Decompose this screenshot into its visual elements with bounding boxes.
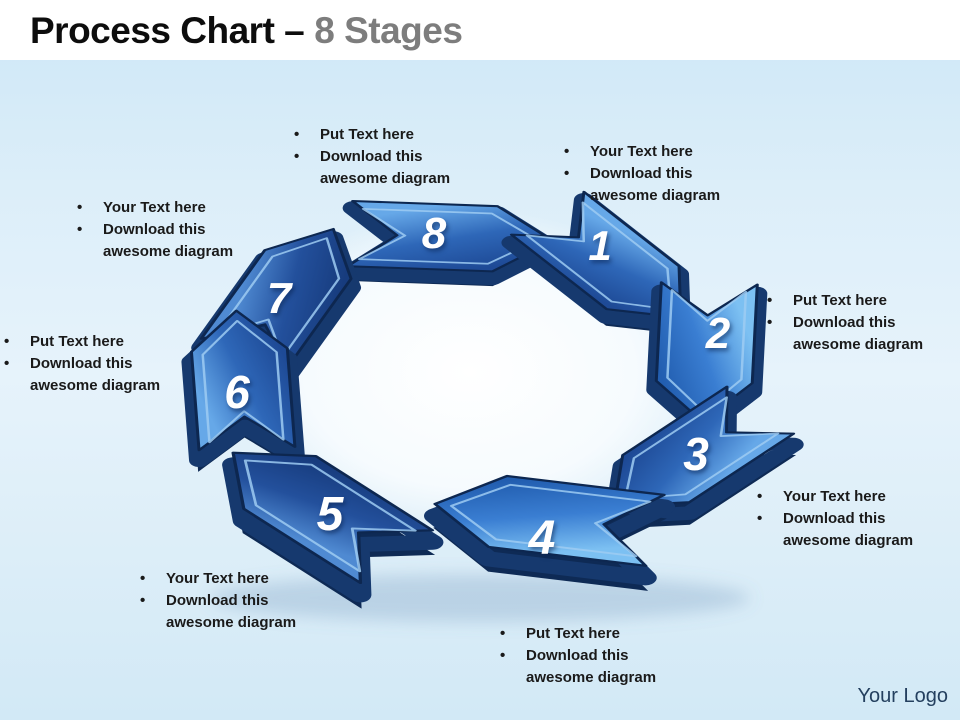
bullet-icon: • bbox=[4, 355, 10, 372]
callout-stage-4: • Put Text here • Download this awesome di… bbox=[498, 623, 698, 689]
callout-line: Download this awesome diagram bbox=[320, 148, 451, 187]
callout-stage-6: • Put Text here • Download this awesome di… bbox=[2, 331, 202, 397]
bullet-icon: • bbox=[294, 126, 300, 143]
stage-number-2: 2 bbox=[705, 309, 731, 358]
bullet-icon: • bbox=[4, 333, 10, 350]
callout-bullet-row: • Download this awesome diagram bbox=[292, 146, 492, 190]
callout-stage-1: • Your Text here • Download this awesome d… bbox=[562, 141, 762, 207]
callout-bullet-row: • Download this awesome diagram bbox=[138, 590, 338, 634]
callout-stage-2: • Put Text here • Download this awesome di… bbox=[765, 290, 960, 356]
callout-stage-3: • Your Text here • Download this awesome d… bbox=[755, 486, 955, 552]
callout-bullet-row: • Your Text here bbox=[138, 568, 338, 590]
stage-number-8: 8 bbox=[422, 209, 447, 258]
bullet-icon: • bbox=[294, 148, 300, 165]
callout-stage-8: • Put Text here • Download this awesome di… bbox=[292, 124, 492, 190]
page-title-main: Process Chart – bbox=[30, 10, 305, 51]
callout-line: Put Text here bbox=[793, 292, 887, 309]
bullet-icon: • bbox=[77, 221, 83, 238]
callout-line: Download this awesome diagram bbox=[793, 314, 924, 353]
callout-line: Download this awesome diagram bbox=[166, 592, 297, 631]
bullet-icon: • bbox=[767, 292, 773, 309]
callout-bullet-row: • Put Text here bbox=[292, 124, 492, 146]
page-title-accent: 8 Stages bbox=[314, 10, 463, 51]
callout-bullet-row: • Your Text here bbox=[562, 141, 762, 163]
bullet-icon: • bbox=[564, 165, 570, 182]
callout-line: Download this awesome diagram bbox=[103, 221, 234, 260]
stage-number-6: 6 bbox=[224, 366, 250, 418]
bullet-icon: • bbox=[767, 314, 773, 331]
stage-number-7: 7 bbox=[267, 274, 294, 323]
page-title: Process Chart –8 Stages bbox=[30, 10, 463, 52]
stage-number-4: 4 bbox=[528, 512, 556, 565]
callout-line: Download this awesome diagram bbox=[590, 165, 721, 204]
logo-placeholder: Your Logo bbox=[857, 685, 948, 707]
bullet-icon: • bbox=[500, 647, 506, 664]
callout-line: Your Text here bbox=[103, 199, 206, 216]
bullet-icon: • bbox=[564, 143, 570, 160]
callout-bullet-row: • Download this awesome diagram bbox=[755, 508, 955, 552]
title-band bbox=[0, 0, 960, 60]
callout-bullet-row: • Put Text here bbox=[2, 331, 202, 353]
bullet-icon: • bbox=[140, 570, 146, 587]
bullet-icon: • bbox=[77, 199, 83, 216]
callout-line: Your Text here bbox=[590, 143, 693, 160]
callout-bullet-row: • Download this awesome diagram bbox=[765, 312, 960, 356]
callout-bullet-row: • Your Text here bbox=[755, 486, 955, 508]
bullet-icon: • bbox=[757, 510, 763, 527]
callout-bullet-row: • Your Text here bbox=[75, 197, 275, 219]
callout-bullet-row: • Download this awesome diagram bbox=[562, 163, 762, 207]
callout-stage-7: • Your Text here • Download this awesome d… bbox=[75, 197, 275, 263]
callout-bullet-row: • Put Text here bbox=[498, 623, 698, 645]
stage-number-5: 5 bbox=[317, 488, 345, 541]
callout-bullet-row: • Download this awesome diagram bbox=[75, 219, 275, 263]
callout-line: Put Text here bbox=[526, 625, 620, 642]
callout-line: Your Text here bbox=[166, 570, 269, 587]
callout-line: Put Text here bbox=[30, 333, 124, 350]
bullet-icon: • bbox=[757, 488, 763, 505]
callout-bullet-row: • Download this awesome diagram bbox=[2, 353, 202, 397]
callout-stage-5: • Your Text here • Download this awesome d… bbox=[138, 568, 338, 634]
stage-number-3: 3 bbox=[683, 428, 709, 480]
stage-number-1: 1 bbox=[588, 222, 611, 269]
callout-line: Download this awesome diagram bbox=[526, 647, 657, 686]
callout-line: Your Text here bbox=[783, 488, 886, 505]
callout-bullet-row: • Put Text here bbox=[765, 290, 960, 312]
bullet-icon: • bbox=[140, 592, 146, 609]
callout-line: Download this awesome diagram bbox=[783, 510, 914, 549]
callout-bullet-row: • Download this awesome diagram bbox=[498, 645, 698, 689]
callout-line: Put Text here bbox=[320, 126, 414, 143]
bullet-icon: • bbox=[500, 625, 506, 642]
callout-line: Download this awesome diagram bbox=[30, 355, 161, 394]
